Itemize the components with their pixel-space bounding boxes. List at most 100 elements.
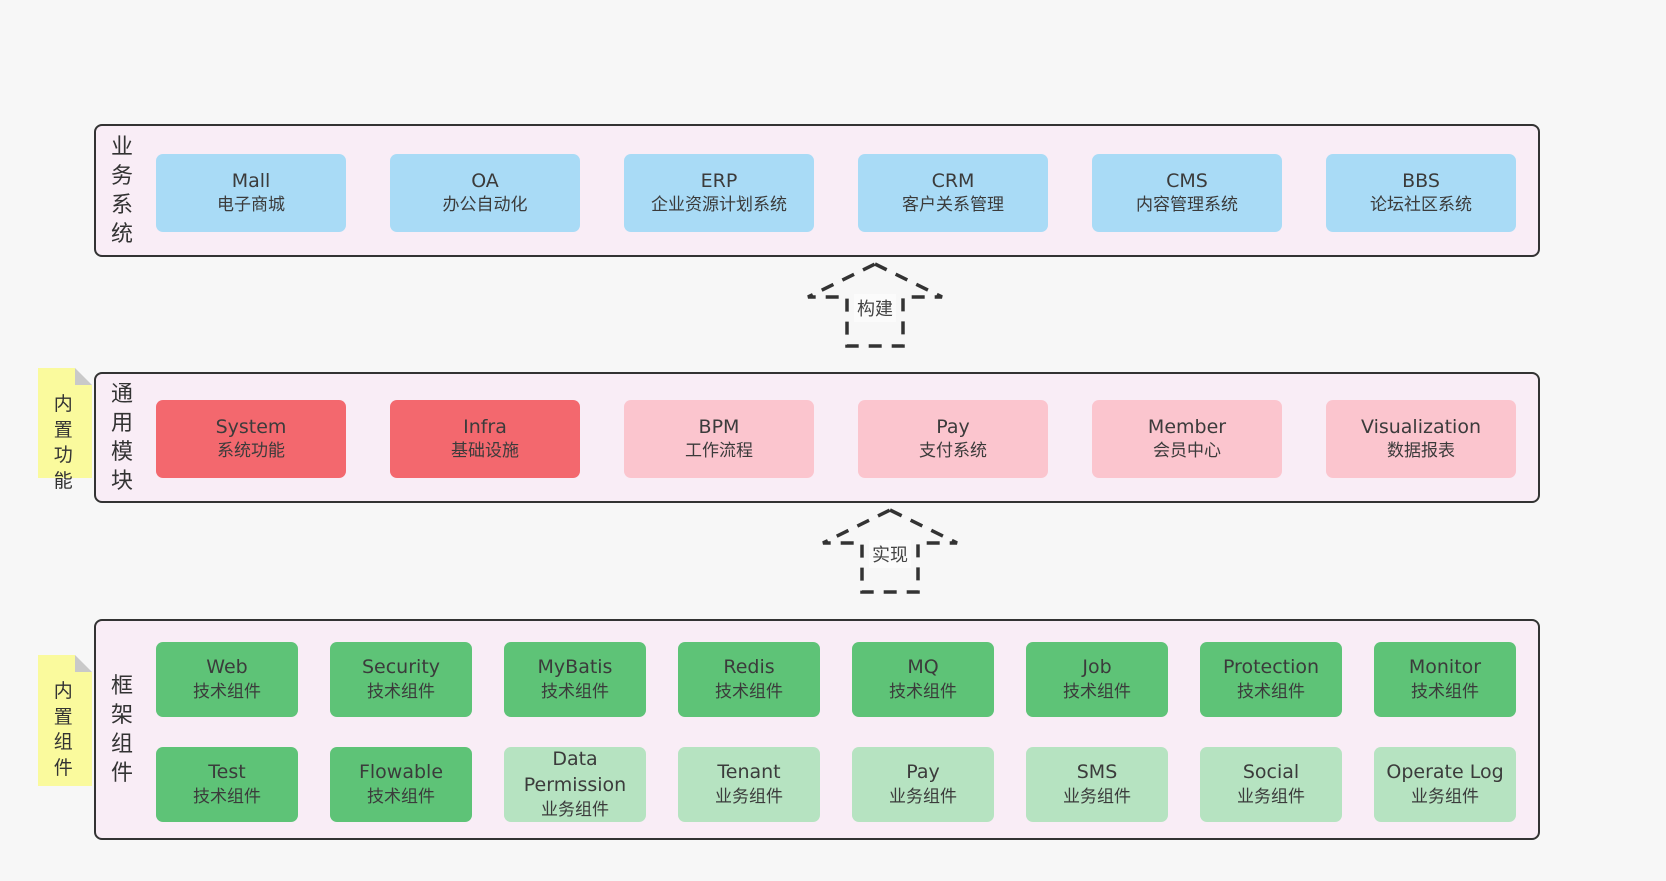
node-title: Pay: [906, 761, 940, 784]
node-subtitle: 业务组件: [1411, 786, 1479, 807]
node-subtitle: 技术组件: [541, 681, 609, 702]
node-subtitle: 系统功能: [217, 441, 285, 462]
node-infra: Infra 基础设施: [390, 400, 580, 478]
node-subtitle: 业务组件: [1063, 786, 1131, 807]
sticky-note-label: 内置组件: [53, 680, 73, 779]
node-title: Security: [361, 656, 441, 679]
sticky-note-builtin-features: 内置功能: [38, 368, 92, 492]
node-subtitle: 技术组件: [1411, 681, 1479, 702]
node-title: Tenant: [717, 761, 781, 784]
node-subtitle: 电子商城: [217, 195, 285, 216]
node-title: Member: [1147, 415, 1227, 438]
sticky-note-builtin-components: 内置组件: [38, 655, 92, 786]
layer-label-modules: 通用模块: [110, 381, 133, 494]
node-title: Mall: [231, 169, 271, 192]
node-subtitle: 技术组件: [367, 681, 435, 702]
node-subtitle: 技术组件: [193, 681, 261, 702]
node-subtitle: 会员中心: [1153, 441, 1221, 462]
build-arrow-label: 构建: [854, 294, 896, 322]
node-title: Operate Log: [1386, 761, 1504, 784]
node-subtitle: 技术组件: [1237, 681, 1305, 702]
node-title: ERP: [700, 169, 738, 192]
node-title: BPM: [698, 415, 740, 438]
node-title: CMS: [1166, 169, 1208, 192]
node-subtitle: 支付系统: [919, 441, 987, 462]
up-arrow-icon: [822, 508, 958, 594]
node-subtitle: 技术组件: [1063, 681, 1131, 702]
node-subtitle: 业务组件: [889, 786, 957, 807]
node-subtitle: 办公自动化: [442, 195, 528, 216]
node-subtitle: 业务组件: [1237, 786, 1305, 807]
node-system: System 系统功能: [156, 400, 346, 478]
node-subtitle: 基础设施: [451, 441, 519, 462]
node-subtitle: 技术组件: [889, 681, 957, 702]
node-title: Flowable: [358, 761, 444, 784]
node-title: Protection: [1222, 656, 1320, 679]
node-subtitle: 技术组件: [193, 786, 261, 807]
node-bbs: BBS 论坛社区系统: [1326, 154, 1516, 232]
sticky-note-label: 内置功能: [53, 393, 73, 492]
node-mall: Mall 电子商城: [156, 154, 346, 232]
node-erp: ERP 企业资源计划系统: [624, 154, 814, 232]
node-title: MyBatis: [537, 656, 613, 679]
node-title: SMS: [1076, 761, 1118, 784]
node-title: Pay: [936, 415, 970, 438]
implement-arrow: 实现: [820, 507, 960, 595]
implement-arrow-label: 实现: [869, 540, 911, 568]
node-title: Visualization: [1360, 415, 1481, 438]
node-title: Social: [1242, 761, 1300, 784]
node-title: Monitor: [1408, 656, 1482, 679]
node-subtitle: 论坛社区系统: [1370, 195, 1472, 216]
node-title: Infra: [463, 415, 507, 438]
node-oa: OA 办公自动化: [390, 154, 580, 232]
node-title: Job: [1082, 656, 1112, 679]
node-title: BBS: [1402, 169, 1440, 192]
up-arrow-icon: [807, 262, 943, 348]
node-cms: CMS 内容管理系统: [1092, 154, 1282, 232]
node-title: Redis: [723, 656, 775, 679]
node-pay: Pay 支付系统: [858, 400, 1048, 478]
node-title: Web: [206, 656, 248, 679]
node-subtitle: 企业资源计划系统: [651, 195, 787, 216]
layer-label-business: 业务系统: [110, 134, 133, 247]
node-title: Test: [208, 761, 246, 784]
build-arrow: 构建: [805, 261, 945, 349]
node-title: System: [215, 415, 287, 438]
node-subtitle: 业务组件: [715, 786, 783, 807]
node-subtitle: 业务组件: [541, 799, 609, 820]
node-subtitle: 技术组件: [715, 681, 783, 702]
node-title: Data Permission: [523, 748, 627, 797]
node-visualization: Visualization 数据报表: [1326, 400, 1516, 478]
node-title: OA: [471, 169, 499, 192]
node-title: CRM: [931, 169, 975, 192]
node-subtitle: 内容管理系统: [1136, 195, 1238, 216]
layer-label-framework: 框架组件: [110, 673, 133, 786]
node-subtitle: 数据报表: [1387, 441, 1455, 462]
node-member: Member 会员中心: [1092, 400, 1282, 478]
node-title: MQ: [907, 656, 939, 679]
